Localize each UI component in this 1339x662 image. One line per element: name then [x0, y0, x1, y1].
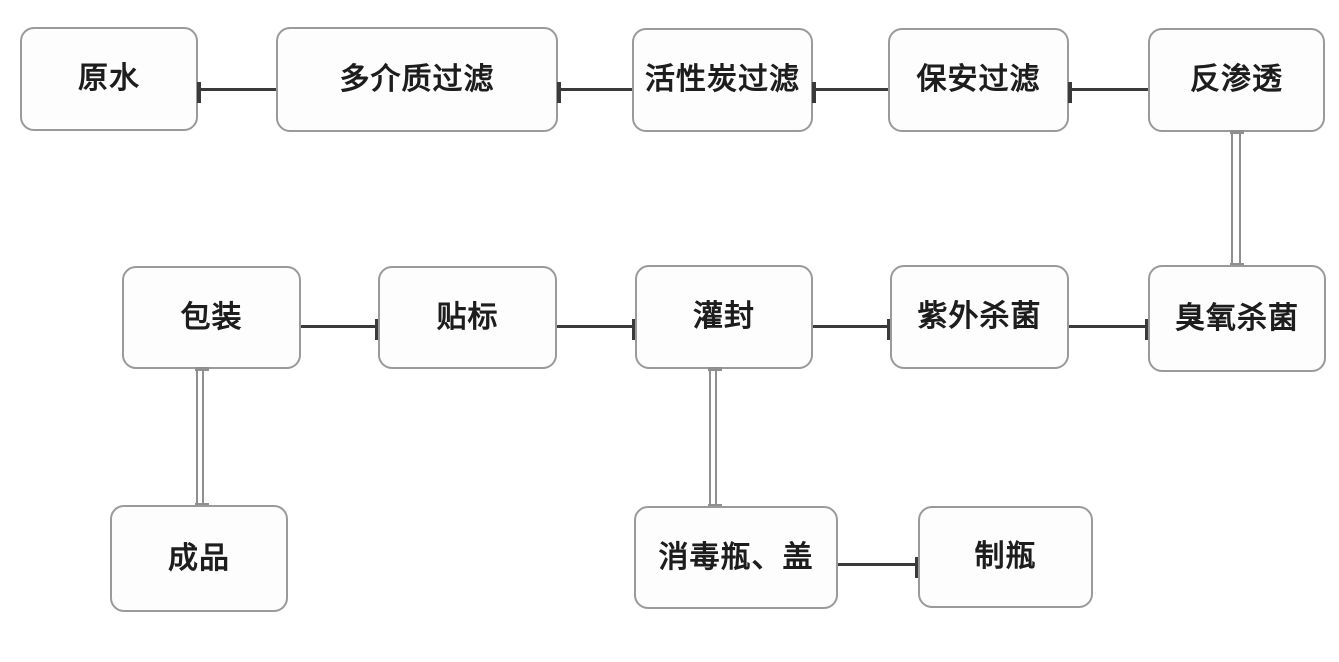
edge-bottle-making-to-sterilize-bottle: [838, 557, 919, 578]
edge-reverse-osmosis-to-ozone-sterilize: [1230, 130, 1244, 267]
node-reverse-osmosis[interactable]: 反渗透: [1148, 28, 1325, 132]
edge-filling-sealing-to-labeling: [557, 319, 636, 340]
node-finished-product[interactable]: 成品: [110, 505, 288, 612]
node-label: 成品: [168, 540, 230, 576]
node-security-filter[interactable]: 保安过滤: [888, 28, 1069, 132]
node-filling-sealing[interactable]: 灌封: [635, 265, 813, 369]
node-label: 多介质过滤: [339, 61, 495, 97]
edge-raw-water-to-multimedia-filter: [197, 82, 276, 103]
node-label: 原水: [78, 61, 140, 96]
node-label: 制瓶: [974, 539, 1037, 574]
node-multimedia-filter[interactable]: 多介质过滤: [276, 27, 558, 132]
node-label: 保安过滤: [916, 62, 1041, 97]
node-ozone-sterilize[interactable]: 臭氧杀菌: [1148, 265, 1326, 372]
node-label: 反渗透: [1190, 62, 1283, 97]
node-label: 灌封: [693, 299, 755, 334]
edge-uv-sterilize-to-filling-sealing: [813, 319, 891, 340]
node-sterilize-bottle[interactable]: 消毒瓶、盖: [634, 506, 838, 609]
node-labeling[interactable]: 贴标: [378, 266, 557, 369]
node-label: 消毒瓶、盖: [658, 539, 814, 575]
edge-security-filter-to-reverse-osmosis: [1068, 82, 1148, 103]
edge-carbon-filter-to-security-filter: [812, 82, 888, 103]
node-bottle-making[interactable]: 制瓶: [918, 506, 1093, 608]
node-packaging[interactable]: 包装: [122, 266, 301, 369]
node-label: 紫外杀菌: [917, 299, 1042, 334]
node-uv-sterilize[interactable]: 紫外杀菌: [890, 265, 1069, 369]
node-label: 贴标: [436, 299, 499, 335]
edge-labeling-to-packaging: [301, 319, 379, 340]
edge-ozone-sterilize-to-uv-sterilize: [1069, 319, 1149, 340]
node-label: 活性炭过滤: [645, 62, 800, 97]
node-raw-water[interactable]: 原水: [20, 27, 198, 131]
node-label: 包装: [180, 299, 243, 335]
node-carbon-filter[interactable]: 活性炭过滤: [632, 28, 813, 132]
edge-packaging-to-finished-product: [195, 367, 209, 507]
node-label: 臭氧杀菌: [1175, 300, 1299, 336]
edge-multimedia-filter-to-carbon-filter: [557, 82, 632, 103]
edge-sterilize-bottle-to-filling-sealing: [708, 367, 722, 508]
